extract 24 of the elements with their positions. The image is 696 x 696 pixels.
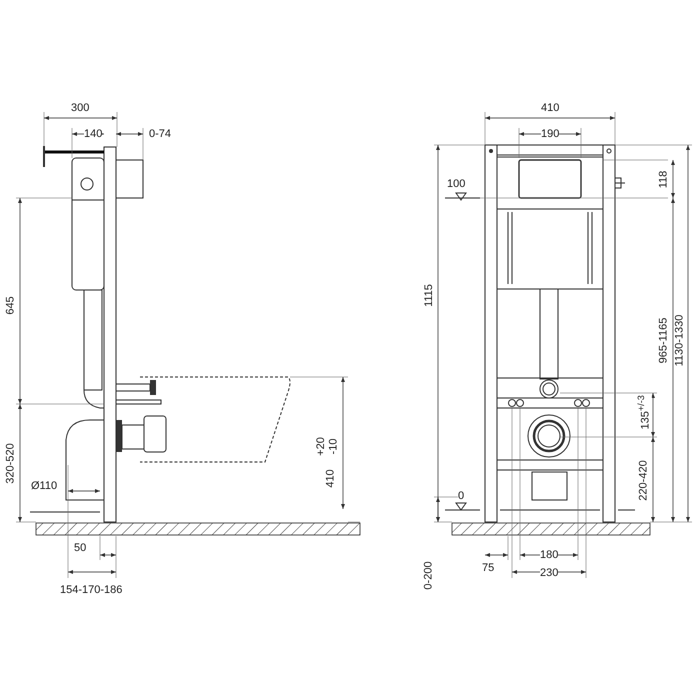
dimension-label: 645 <box>6 296 17 314</box>
dimension-label: 0-74 <box>149 128 172 140</box>
dimension-label: 100 <box>447 178 466 190</box>
dimension-label: 154-170-186 <box>60 584 122 596</box>
dimension-label: 1115 <box>423 284 434 306</box>
dimension-label: 118 <box>658 170 670 188</box>
dimension-label: 320-520 <box>6 442 17 484</box>
dimension-label: 410 <box>326 468 337 488</box>
dimension-label: 220-420 <box>638 460 650 500</box>
dimension-label: Ø110 <box>31 480 58 492</box>
dimension-label: 50 <box>74 542 86 554</box>
dimension-label: 190 <box>541 128 560 140</box>
dimension-label: 230 <box>540 568 558 578</box>
dimension-label: 0 <box>458 490 464 502</box>
dimension-label: 300 <box>71 102 90 114</box>
dimension-label: 1130-1330 <box>674 314 686 366</box>
dimension-label: 410 <box>541 102 560 114</box>
dimension-label: -10 <box>328 438 340 454</box>
dimension-label: +20 <box>315 436 326 456</box>
dimension-label: 75 <box>482 562 494 574</box>
dimension-label: 140 <box>84 128 102 140</box>
dimension-label: 180 <box>540 550 558 560</box>
dimension-label: 965-1165 <box>658 317 670 363</box>
dimension-label: 0-200 <box>424 560 435 590</box>
